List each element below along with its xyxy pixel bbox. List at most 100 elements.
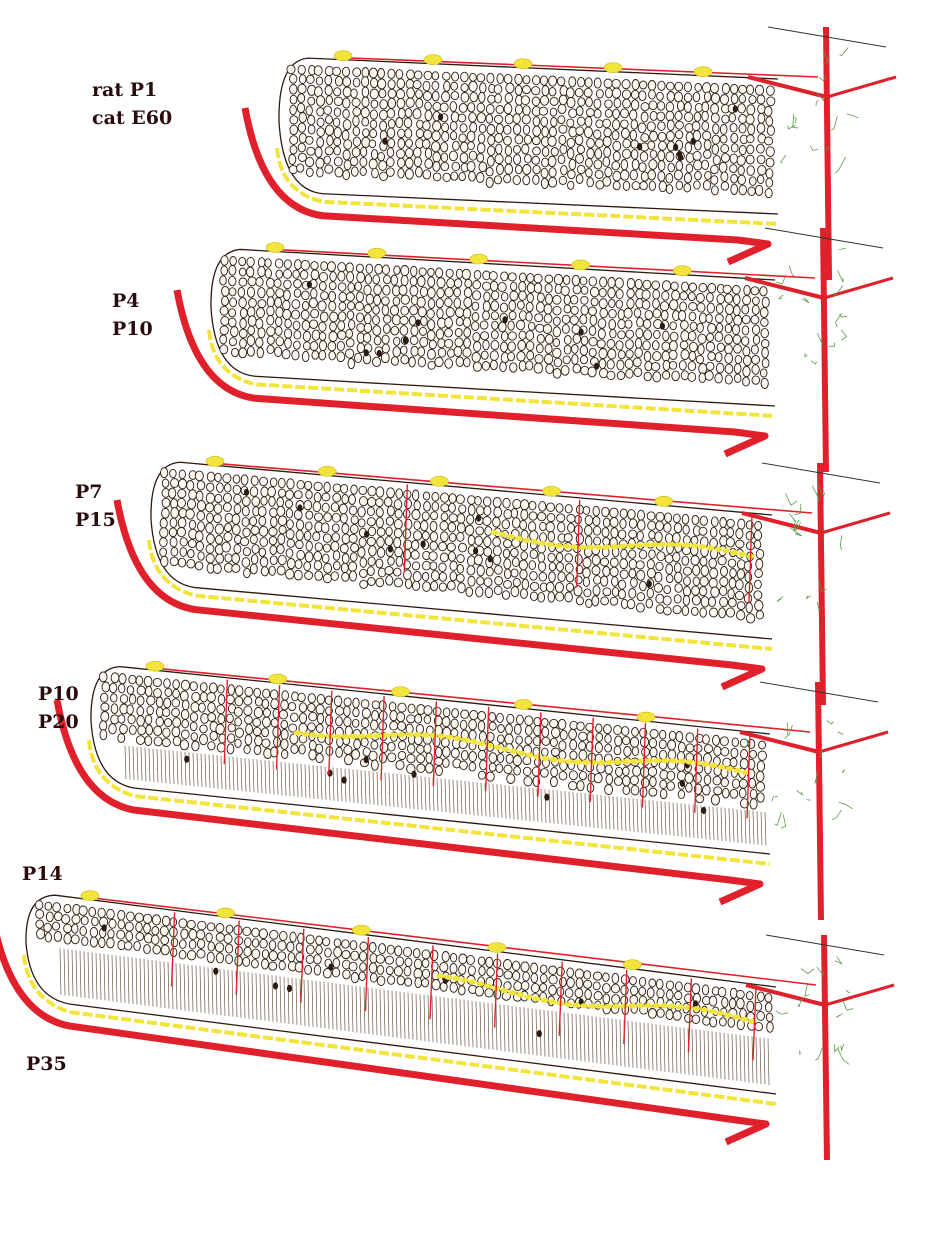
panel-1-label-line-2: cat E60 [92, 104, 172, 132]
mitotic-nucleus [438, 113, 443, 120]
panel-5-label-bottom: P35 [26, 1050, 67, 1078]
surface-astrocyte [318, 466, 336, 476]
mitotic-nucleus [287, 985, 292, 992]
mitotic-nucleus [388, 545, 393, 552]
panel-4-label-line-1: P10 [38, 680, 79, 708]
mitotic-nucleus [213, 968, 218, 975]
surface-astrocyte [334, 51, 352, 61]
panel-4-label: P10 P20 [38, 680, 79, 736]
optic-vessel-branch [819, 732, 888, 752]
panel-5-label-line-2: P35 [26, 1050, 67, 1078]
surface-astrocyte [514, 699, 532, 709]
superficial-vessel [275, 249, 815, 278]
mitotic-nucleus [488, 555, 493, 562]
capillary-network [781, 48, 859, 174]
panel-5-label-top: P14 [22, 860, 63, 888]
optic-vessel-branch [821, 513, 890, 533]
optic-vessel-trunk [823, 228, 826, 472]
mitotic-nucleus [421, 541, 426, 548]
panel-1-label: rat P1 cat E60 [92, 76, 172, 132]
mitotic-nucleus [579, 329, 584, 336]
surface-astrocyte [655, 496, 673, 506]
mitotic-nucleus [364, 349, 369, 356]
panel-4-label-line-2: P20 [38, 708, 79, 736]
capillary-network [777, 484, 842, 611]
capillary-network [776, 957, 853, 1065]
panel-5-drawing [0, 891, 894, 1160]
surface-astrocyte [572, 260, 590, 270]
panel-3-label-line-2: P15 [75, 506, 116, 534]
mitotic-nucleus [691, 138, 696, 145]
mitotic-nucleus [660, 323, 665, 330]
panel-2-label-line-1: P4 [112, 287, 153, 315]
surface-astrocyte [217, 908, 235, 918]
mitotic-nucleus [403, 337, 408, 344]
surface-astrocyte [392, 687, 410, 697]
panel-1-label-line-1: rat P1 [92, 76, 172, 104]
mitotic-nucleus [544, 794, 549, 801]
surface-astrocyte [514, 59, 532, 69]
mitotic-nucleus [327, 770, 332, 777]
optic-vessel-trunk [826, 27, 829, 280]
optic-vessel-trunk [818, 682, 821, 920]
mitotic-nucleus [307, 281, 312, 288]
panel-3-label-line-1: P7 [75, 478, 116, 506]
panel-2-drawing [177, 228, 893, 472]
optic-vessel-branch [742, 513, 821, 533]
mitotic-nucleus [297, 504, 302, 511]
surface-astrocyte [352, 925, 370, 935]
surface-astrocyte [368, 248, 386, 258]
surface-astrocyte [694, 67, 712, 77]
surface-astrocyte [81, 891, 99, 901]
panel-4-drawing [57, 661, 888, 920]
mitotic-nucleus [476, 515, 481, 522]
panel-3-drawing [117, 456, 890, 705]
intraretinal-vessels [404, 484, 752, 602]
surface-astrocyte [424, 55, 442, 65]
panel-5-label-line-1: P14 [22, 860, 63, 888]
mitotic-nucleus [502, 316, 507, 323]
mitotic-nucleus [382, 138, 387, 145]
optic-vessel-branch [825, 985, 894, 1005]
surface-astrocyte [266, 242, 284, 252]
mitotic-nucleus [364, 756, 369, 763]
panel-2-label: P4 P10 [112, 287, 153, 343]
surface-astrocyte [637, 712, 655, 722]
mitotic-nucleus [701, 807, 706, 814]
surface-astrocyte [269, 674, 287, 684]
surface-astrocyte [146, 661, 164, 671]
surface-astrocyte [604, 63, 622, 73]
surface-astrocyte [543, 486, 561, 496]
optic-vessel-branch [824, 278, 893, 298]
optic-vessel-branch [827, 77, 896, 97]
mitotic-nucleus [673, 144, 678, 151]
optic-vessel-trunk [824, 935, 827, 1160]
surface-astrocyte [624, 960, 642, 970]
mitotic-nucleus [328, 964, 333, 971]
mitotic-nucleus [102, 924, 107, 931]
surface-astrocyte [488, 943, 506, 953]
capillary-network [772, 721, 852, 829]
mitotic-nucleus [677, 151, 682, 158]
mitotic-nucleus [377, 350, 382, 357]
panel-3-label: P7 P15 [75, 478, 116, 534]
optic-vessel-trunk [820, 463, 823, 705]
mitotic-nucleus [680, 780, 685, 787]
surface-astrocyte [673, 266, 691, 276]
mitotic-nucleus [537, 1030, 542, 1037]
surface-astrocyte [430, 476, 448, 486]
panel-2-label-line-2: P10 [112, 315, 153, 343]
mitotic-nucleus [416, 319, 421, 326]
mitotic-nucleus [364, 531, 369, 538]
mitotic-nucleus [411, 771, 416, 778]
mitotic-nucleus [594, 363, 599, 370]
cell-layer [220, 256, 770, 389]
surface-astrocyte [470, 254, 488, 264]
cell-layer [99, 672, 766, 809]
mitotic-nucleus [244, 489, 249, 496]
mitotic-nucleus [733, 105, 738, 112]
mitotic-nucleus [342, 777, 347, 784]
mitotic-nucleus [637, 143, 642, 150]
mitotic-nucleus [647, 580, 652, 587]
